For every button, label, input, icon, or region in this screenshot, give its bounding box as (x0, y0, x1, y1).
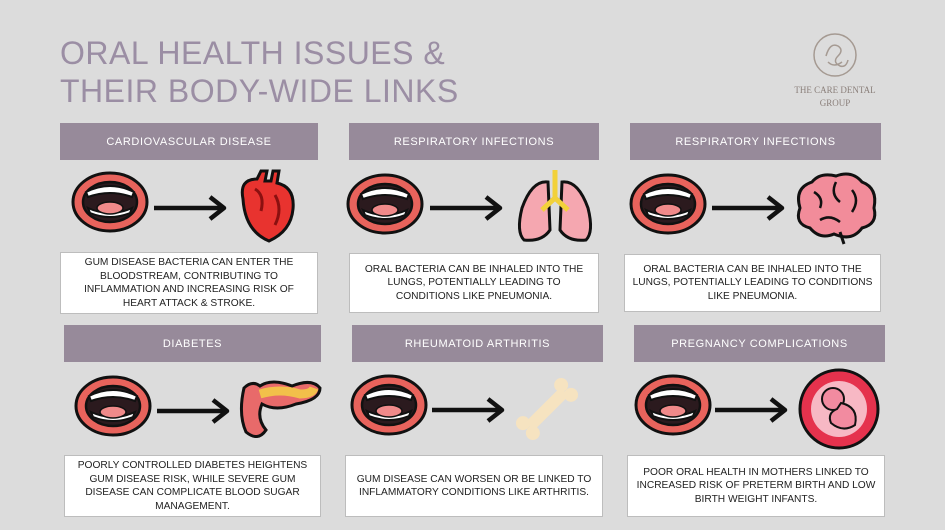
page-title: ORAL HEALTH ISSUES & THEIR BODY-WIDE LIN… (60, 35, 459, 109)
mouth-icon (349, 373, 429, 437)
mouth-icon (633, 373, 713, 437)
pancreas-icon (239, 380, 322, 438)
lungs-icon (517, 170, 593, 242)
arrow-icon (155, 396, 235, 426)
brand-name-line2: GROUP (819, 98, 851, 108)
card-header: PREGNANCY COMPLICATIONS (634, 325, 885, 362)
card-description: POOR ORAL HEALTH IN MOTHERS LINKED TO IN… (627, 455, 885, 517)
card-description: POORLY CONTROLLED DIABETES HEIGHTENS GUM… (64, 455, 321, 517)
arrow-icon (152, 193, 232, 223)
card-header: CARDIOVASCULAR DISEASE (60, 123, 318, 160)
card-header: RESPIRATORY INFECTIONS (349, 123, 599, 160)
arrow-icon (430, 395, 510, 425)
card-description: ORAL BACTERIA CAN BE INHALED INTO THE LU… (349, 253, 599, 313)
arrow-icon (428, 193, 508, 223)
card-description: GUM DISEASE CAN WORSEN OR BE LINKED TO I… (345, 455, 603, 517)
card-header: RESPIRATORY INFECTIONS (630, 123, 881, 160)
logo-monogram-icon (813, 33, 857, 77)
card-description: GUM DISEASE BACTERIA CAN ENTER THE BLOOD… (60, 252, 318, 314)
heart-icon (240, 169, 295, 243)
bone-icon (515, 377, 579, 441)
arrow-icon (713, 395, 793, 425)
brain-icon (796, 172, 877, 245)
mouth-icon (70, 170, 150, 234)
brand-name-line1: THE CARE DENTAL (794, 85, 876, 95)
mouth-icon (345, 172, 425, 236)
brand-logo: THE CARE DENTAL GROUP (785, 32, 885, 109)
mouth-icon (73, 374, 153, 438)
card-description: ORAL BACTERIA CAN BE INHALED INTO THE LU… (624, 254, 881, 312)
fetus-icon (798, 368, 880, 450)
mouth-icon (628, 172, 708, 236)
card-header: RHEUMATOID ARTHRITIS (352, 325, 603, 362)
card-header: DIABETES (64, 325, 321, 362)
arrow-icon (710, 193, 790, 223)
